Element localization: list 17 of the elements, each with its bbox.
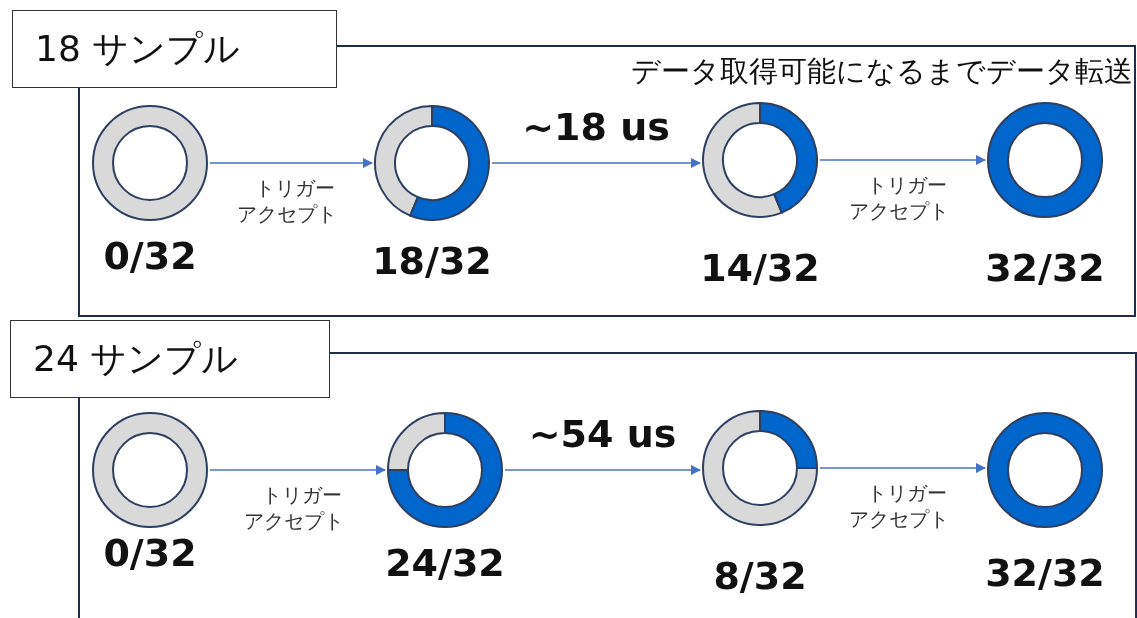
- arrow: [209, 157, 374, 169]
- sample-count: 24/32: [384, 541, 506, 585]
- sample-count: 32/32: [984, 246, 1106, 290]
- sample-count: 0/32: [102, 531, 198, 575]
- arrow: [209, 464, 387, 476]
- panel-heading: 24 サンプル: [10, 320, 330, 398]
- note-text: データ取得可能になるまでデータ転送: [631, 53, 1133, 90]
- arrow: [819, 462, 987, 474]
- sample-count: 32/32: [984, 551, 1106, 595]
- sample-count: 0/32: [102, 234, 198, 278]
- arrow: [819, 154, 987, 166]
- panel-heading: 18 サンプル: [12, 10, 337, 88]
- sample-count: 8/32: [712, 554, 808, 598]
- arrow: [491, 157, 702, 169]
- arrow: [504, 464, 702, 476]
- sample-count: 18/32: [371, 239, 493, 283]
- sample-count: 14/32: [699, 246, 821, 290]
